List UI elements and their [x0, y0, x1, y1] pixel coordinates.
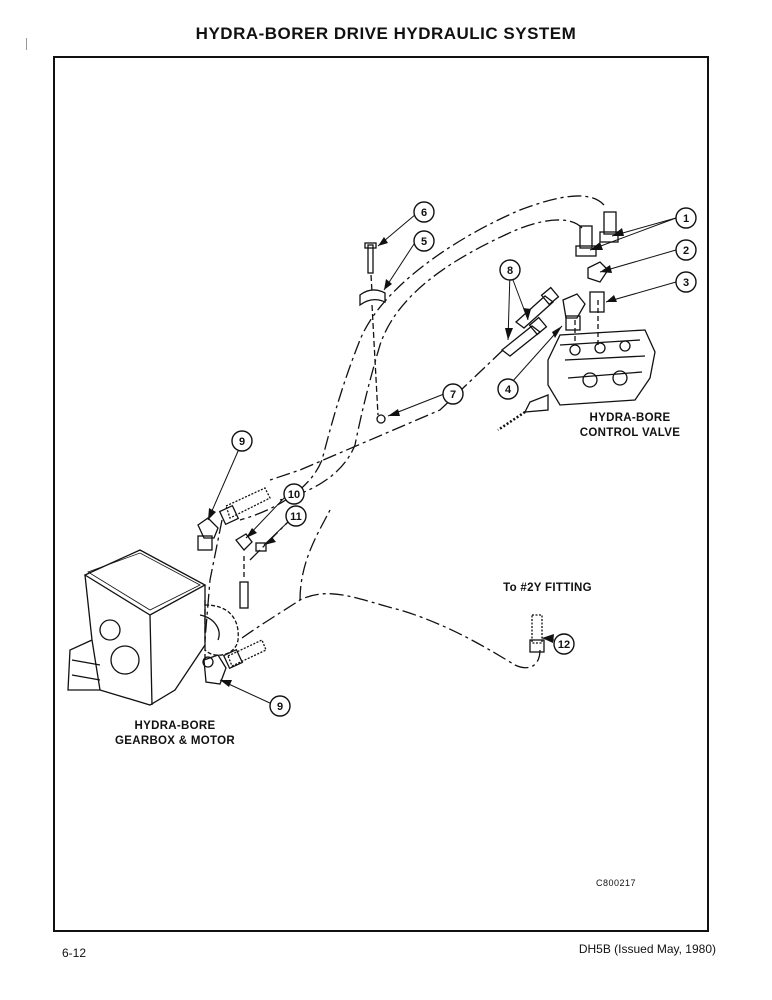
hose-8 [269, 349, 504, 481]
page-title: HYDRA-BORER DRIVE HYDRAULIC SYSTEM [195, 24, 577, 43]
document-info: DH5B (Issued May, 1980) [578, 942, 716, 956]
gearbox-motor [67, 549, 239, 706]
fittings-10-11 [235, 533, 267, 609]
callout-7: 7 [442, 383, 464, 405]
callout-2: 2 [675, 239, 697, 261]
callout-9-upper: 9 [231, 430, 253, 452]
callout-12: 12 [553, 633, 575, 655]
scan-mark [26, 38, 27, 50]
fitting-label: To #2Y FITTING [503, 582, 592, 594]
hose-lower [241, 593, 541, 669]
svg-text:9: 9 [277, 701, 283, 713]
control-valve-label-line1: HYDRA-BORE [589, 412, 671, 424]
gearbox-label: HYDRA-BORE GEARBOX & MOTOR [105, 719, 245, 749]
svg-text:11: 11 [290, 511, 302, 523]
svg-text:3: 3 [683, 277, 689, 289]
callout-1: 1 [675, 207, 697, 229]
control-valve-label: HYDRA-BORE CONTROL VALVE [560, 411, 700, 441]
callout-4: 4 [497, 378, 519, 400]
fitting-12 [529, 614, 545, 653]
callout-5: 5 [413, 230, 435, 252]
callout-9-lower: 9 [269, 695, 291, 717]
callout-11: 11 [285, 505, 307, 527]
svg-text:10: 10 [288, 489, 300, 501]
lower-elbow-fitting [202, 639, 267, 685]
svg-text:5: 5 [421, 236, 427, 248]
bolt-6 [367, 244, 374, 274]
svg-text:4: 4 [505, 384, 512, 396]
callout-8: 8 [499, 259, 521, 281]
gearbox-label-line2: GEARBOX & MOTOR [115, 735, 235, 747]
gearbox-label-line1: HYDRA-BORE [134, 720, 216, 732]
diagram-frame [53, 56, 709, 932]
hose-mid [204, 519, 223, 641]
page-number: 6-12 [62, 946, 87, 960]
svg-text:8: 8 [507, 265, 513, 277]
svg-text:2: 2 [683, 245, 689, 257]
svg-text:1: 1 [683, 213, 689, 225]
svg-text:12: 12 [558, 639, 570, 651]
nut-7 [376, 414, 386, 424]
leader-lines [207, 213, 677, 705]
upper-elbow-fitting [197, 487, 271, 551]
callout-10: 10 [283, 483, 305, 505]
control-valve-body [497, 300, 656, 432]
callout-6: 6 [413, 201, 435, 223]
hose-upper-2 [279, 219, 583, 501]
hose-upper [239, 195, 605, 521]
drawing-code: C800217 [596, 878, 637, 888]
control-valve-fittings [500, 211, 619, 357]
svg-text:6: 6 [421, 207, 427, 219]
svg-text:7: 7 [450, 389, 456, 401]
clamp-5 [359, 289, 386, 307]
arrowheads [208, 228, 624, 687]
svg-text:9: 9 [239, 436, 245, 448]
control-valve-label-line2: CONTROL VALVE [579, 427, 681, 439]
callout-3: 3 [675, 271, 697, 293]
hose-loop [299, 509, 331, 601]
